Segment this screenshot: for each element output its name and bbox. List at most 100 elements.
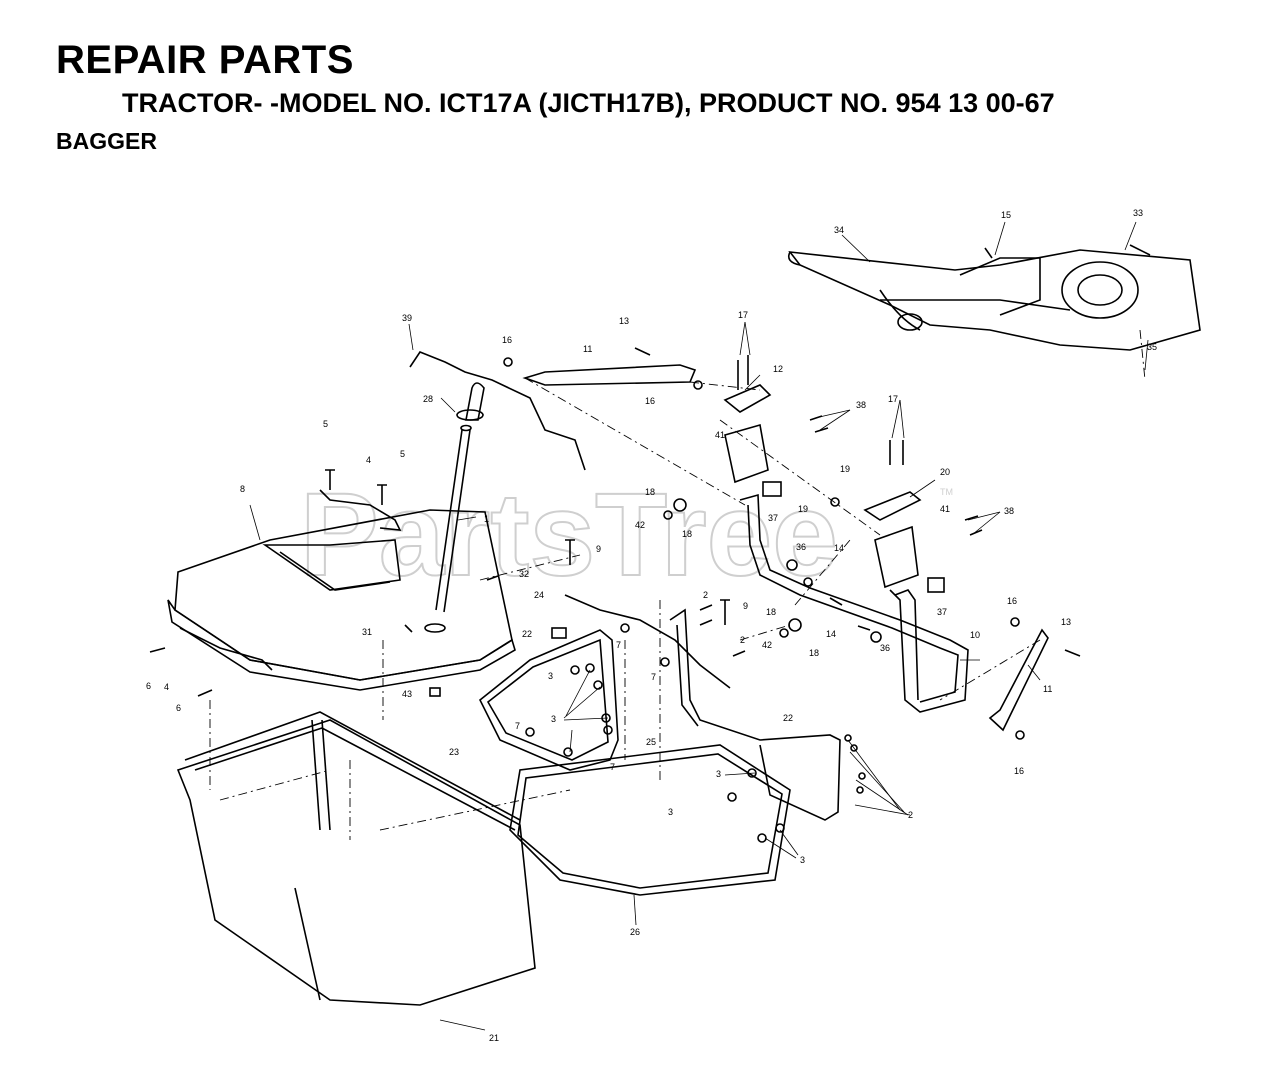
block-part-37-b bbox=[927, 577, 945, 593]
callout-17: 17 bbox=[738, 310, 748, 320]
callout-3: 3 bbox=[800, 855, 805, 865]
section-title: BAGGER bbox=[56, 128, 157, 154]
rod-part-24 bbox=[564, 594, 731, 689]
callout-42: 42 bbox=[762, 640, 772, 650]
callout-2: 2 bbox=[740, 635, 745, 645]
callout-5: 5 bbox=[400, 449, 405, 459]
callout-9: 9 bbox=[596, 544, 601, 554]
frame-part-25 bbox=[669, 608, 841, 821]
callout-32: 32 bbox=[519, 569, 529, 579]
callout-10: 10 bbox=[970, 630, 980, 640]
bag-part-21 bbox=[176, 711, 536, 1006]
callout-38: 38 bbox=[856, 400, 866, 410]
callout-17: 17 bbox=[888, 394, 898, 404]
support-part-10 bbox=[739, 493, 969, 713]
bracket-part-4-lower bbox=[179, 627, 273, 671]
callout-23: 23 bbox=[449, 747, 459, 757]
callout-26: 26 bbox=[630, 927, 640, 937]
callout-7: 7 bbox=[515, 721, 520, 731]
callout-11: 11 bbox=[583, 344, 592, 354]
assembly-lines bbox=[209, 377, 1041, 840]
frame-part-23 bbox=[478, 629, 619, 771]
callout-20: 20 bbox=[940, 467, 950, 477]
callout-37: 37 bbox=[768, 513, 778, 523]
watermark-trademark: TM bbox=[940, 487, 953, 497]
callout-5: 5 bbox=[323, 419, 328, 429]
callout-35: 35 bbox=[1147, 342, 1157, 352]
callout-11: 11 bbox=[1043, 684, 1052, 694]
callout-22: 22 bbox=[783, 713, 793, 723]
callout-31: 31 bbox=[362, 627, 372, 637]
handle-part-39 bbox=[409, 351, 586, 471]
bracket-part-41-a bbox=[724, 423, 769, 484]
bracket-part-4 bbox=[319, 489, 402, 531]
callout-34: 34 bbox=[834, 225, 844, 235]
callout-6: 6 bbox=[146, 681, 151, 691]
callout-42: 42 bbox=[635, 520, 645, 530]
callout-22: 22 bbox=[522, 629, 532, 639]
callout-19: 19 bbox=[840, 464, 850, 474]
callout-16: 16 bbox=[645, 396, 655, 406]
hardware bbox=[149, 347, 1081, 843]
callout-41: 41 bbox=[715, 430, 725, 440]
leader-lines bbox=[249, 221, 1149, 1031]
callout-4: 4 bbox=[366, 455, 371, 465]
callout-18: 18 bbox=[809, 648, 819, 658]
callout-2: 2 bbox=[703, 590, 708, 600]
callout-4: 4 bbox=[164, 682, 169, 692]
callout-14: 14 bbox=[834, 543, 844, 553]
tube-part-1 bbox=[435, 382, 485, 613]
callout-36: 36 bbox=[880, 643, 890, 653]
callout-1: 1 bbox=[484, 514, 489, 524]
callout-43: 43 bbox=[402, 689, 412, 699]
chute-inset bbox=[787, 244, 1201, 381]
callout-25: 25 bbox=[646, 737, 656, 747]
callout-38: 38 bbox=[1004, 506, 1014, 516]
callout-13: 13 bbox=[1061, 617, 1071, 627]
page-header: REPAIR PARTS TRACTOR- -MODEL NO. ICT17A … bbox=[0, 0, 1280, 170]
callout-13: 13 bbox=[619, 316, 629, 326]
model-subtitle: TRACTOR- -MODEL NO. ICT17A (JICTH17B), P… bbox=[122, 88, 1055, 118]
callout-14: 14 bbox=[826, 629, 836, 639]
callout-18: 18 bbox=[682, 529, 692, 539]
page-title: REPAIR PARTS bbox=[56, 38, 354, 82]
callout-18: 18 bbox=[645, 487, 655, 497]
callout-16: 16 bbox=[1014, 766, 1024, 776]
bracket-part-20 bbox=[863, 491, 922, 521]
callout-7: 7 bbox=[610, 762, 615, 772]
callout-3: 3 bbox=[548, 671, 553, 681]
callout-3: 3 bbox=[716, 769, 721, 779]
strap-part-11-right bbox=[988, 628, 1049, 732]
callout-3: 3 bbox=[551, 714, 556, 724]
callout-labels: 1 2 2 2 3 3 3 3 3 4 4 5 5 6 6 7 7 7 7 8 … bbox=[146, 208, 1157, 1043]
callout-3: 3 bbox=[668, 807, 673, 817]
bracket-part-41-b bbox=[874, 525, 919, 589]
callout-16: 16 bbox=[502, 335, 512, 345]
watermark-text: PartsTree bbox=[300, 469, 838, 601]
strap-part-11-top bbox=[522, 364, 697, 386]
block-part-37-a bbox=[762, 481, 782, 497]
callout-15: 15 bbox=[1001, 210, 1011, 220]
callout-18: 18 bbox=[766, 607, 776, 617]
callout-7: 7 bbox=[616, 640, 621, 650]
callout-33: 33 bbox=[1133, 208, 1143, 218]
bracket-part-12 bbox=[723, 384, 772, 413]
callout-2: 2 bbox=[908, 810, 913, 820]
callout-24: 24 bbox=[534, 590, 544, 600]
callout-28: 28 bbox=[423, 394, 433, 404]
callout-39: 39 bbox=[402, 313, 412, 323]
callout-41: 41 bbox=[940, 504, 950, 514]
callout-36: 36 bbox=[796, 542, 806, 552]
callout-12: 12 bbox=[773, 364, 783, 374]
callout-37: 37 bbox=[937, 607, 947, 617]
callout-16: 16 bbox=[1007, 596, 1017, 606]
cover-part-8 bbox=[167, 509, 516, 691]
callout-7: 7 bbox=[651, 672, 656, 682]
callout-19: 19 bbox=[798, 504, 808, 514]
callout-6: 6 bbox=[176, 703, 181, 713]
frame-part-26 bbox=[509, 744, 791, 896]
callout-21: 21 bbox=[489, 1033, 499, 1043]
callout-9: 9 bbox=[743, 601, 748, 611]
callout-8: 8 bbox=[240, 484, 245, 494]
